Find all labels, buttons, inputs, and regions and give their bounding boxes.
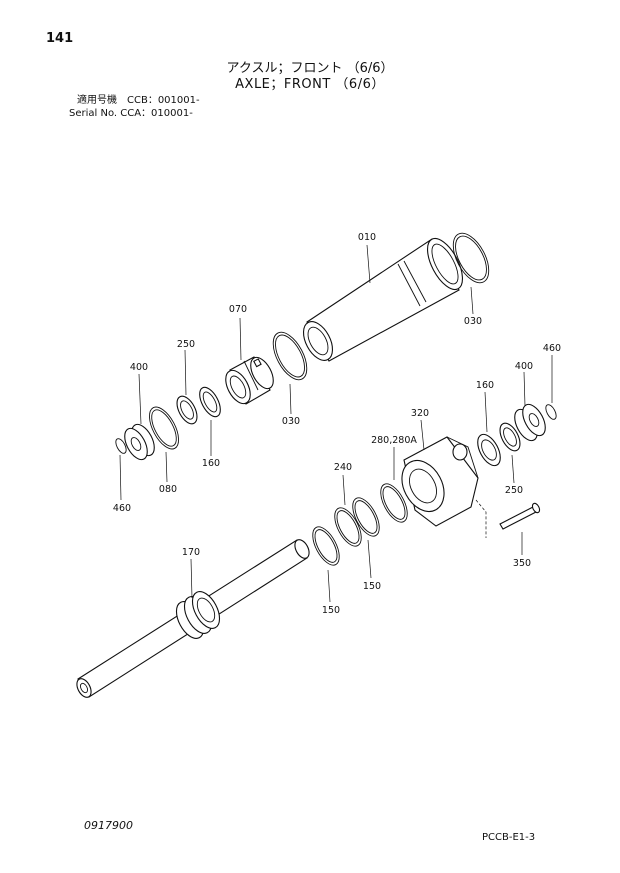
callout-400-right: 400 bbox=[515, 361, 533, 372]
callout-030-top: 030 bbox=[464, 316, 482, 327]
callout-labels: 010 030 070 030 250 400 080 160 460 320 … bbox=[113, 232, 561, 616]
callout-leaders bbox=[119, 244, 553, 603]
part-170-axle-shaft bbox=[76, 539, 310, 698]
callout-160-right: 160 bbox=[476, 380, 494, 391]
callout-150-right: 150 bbox=[363, 581, 381, 592]
callout-280-280a: 280,280A bbox=[371, 435, 417, 446]
callout-250-left: 250 bbox=[177, 339, 195, 350]
callout-030-mid: 030 bbox=[282, 416, 300, 427]
part-080-ring bbox=[149, 406, 179, 450]
part-280-ring bbox=[380, 483, 408, 523]
serial-range-japanese: 適用号機 CCB：001001- bbox=[77, 95, 200, 106]
callout-460-right: 460 bbox=[543, 343, 561, 354]
part-460-snap-ring-left bbox=[115, 438, 127, 454]
part-150-ring-right bbox=[352, 497, 380, 537]
part-160-seal-left bbox=[199, 386, 221, 418]
part-400-nut-right bbox=[514, 403, 546, 442]
callout-240: 240 bbox=[334, 462, 352, 473]
part-030-o-ring-top bbox=[452, 232, 490, 284]
part-070-bushing bbox=[225, 356, 274, 405]
callout-170: 170 bbox=[182, 547, 200, 558]
callout-150-left: 150 bbox=[322, 605, 340, 616]
callout-400-left: 400 bbox=[130, 362, 148, 373]
callout-460-left: 460 bbox=[113, 503, 131, 514]
part-350-pin bbox=[499, 502, 541, 530]
callout-320: 320 bbox=[411, 408, 429, 419]
page-number: 141 bbox=[46, 31, 74, 46]
part-250-seal-left bbox=[176, 395, 198, 425]
part-150-ring-left bbox=[312, 526, 340, 566]
callout-010: 010 bbox=[358, 232, 376, 243]
part-250-seal-right bbox=[499, 422, 521, 452]
part-030-o-ring-mid bbox=[272, 331, 308, 381]
serial-range-english: Serial No. CCA：010001- bbox=[69, 108, 193, 119]
callout-080: 080 bbox=[159, 484, 177, 495]
part-160-seal-right bbox=[477, 433, 501, 467]
part-010-axle-tube bbox=[302, 237, 464, 362]
title-english: AXLE；FRONT （6/6） bbox=[235, 77, 385, 92]
part-320-housing bbox=[401, 436, 487, 538]
callout-160-left: 160 bbox=[202, 458, 220, 469]
part-460-snap-ring-right bbox=[545, 404, 557, 420]
page-code: PCCB-E1-3 bbox=[482, 832, 536, 843]
document-date-code: 0917900 bbox=[84, 819, 133, 832]
title-japanese: アクスル；フロント （6/6） bbox=[226, 61, 394, 76]
callout-070: 070 bbox=[229, 304, 247, 315]
part-400-nut-left bbox=[124, 423, 155, 461]
part-240-ring bbox=[334, 507, 362, 547]
callout-250-right: 250 bbox=[505, 485, 523, 496]
callout-350: 350 bbox=[513, 558, 531, 569]
